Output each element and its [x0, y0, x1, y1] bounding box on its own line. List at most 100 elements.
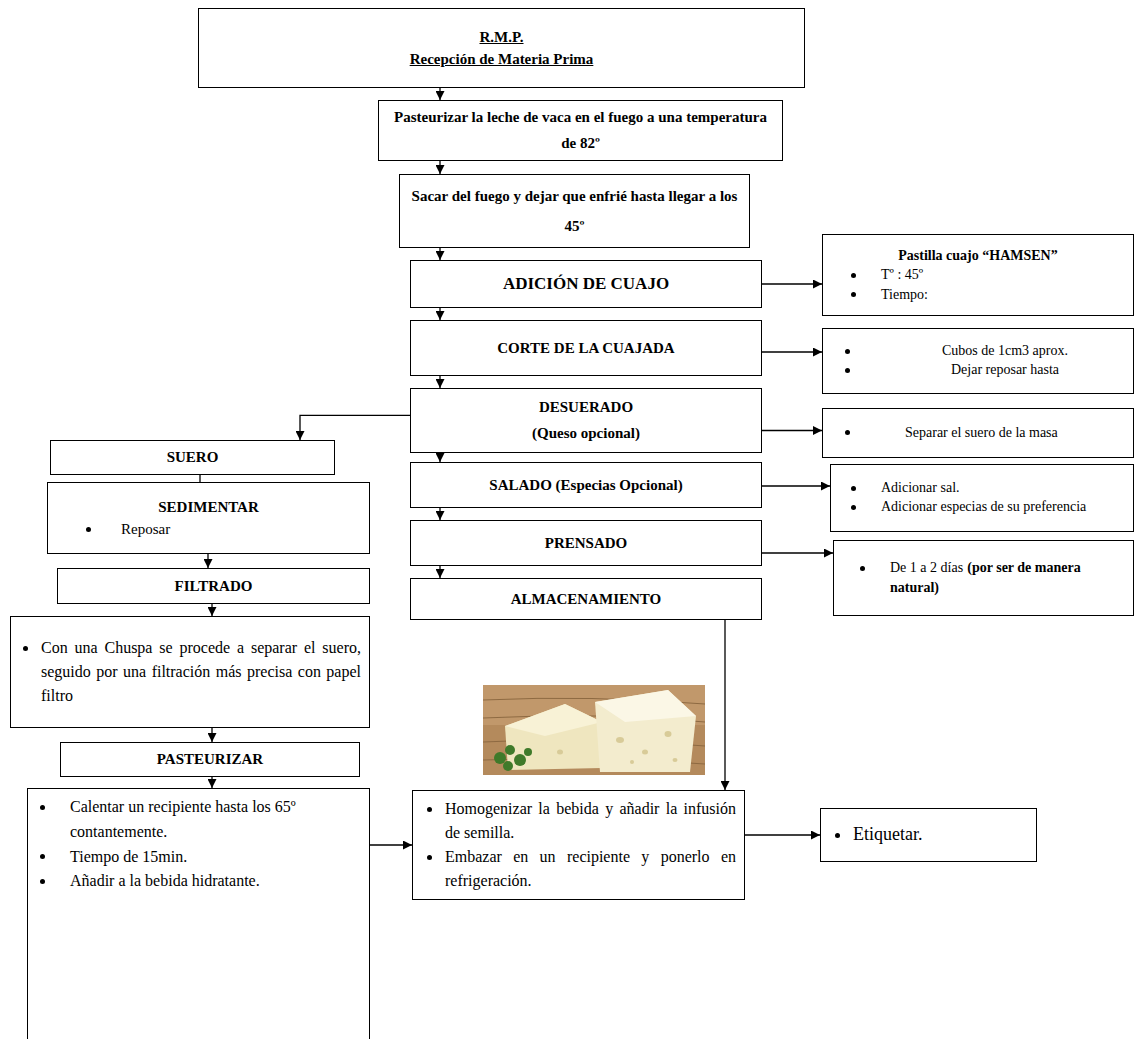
flow-arrow [439, 453, 440, 462]
text-row: Adicionar sal. [839, 479, 1125, 498]
flow-arrow [439, 376, 440, 388]
flow-arrow [211, 777, 212, 788]
flow-arrow [300, 415, 410, 440]
bullet-dot [86, 527, 91, 532]
bullet-dot [23, 646, 28, 651]
text-row: R.M.P. [207, 26, 796, 49]
flow-arrow [762, 430, 822, 431]
text-cell: SUERO [59, 447, 326, 468]
text-cell: Calentar un recipiente hasta los 65º con… [70, 795, 361, 845]
process-box: Etiquetar. [820, 808, 1037, 862]
text-cell: SALADO (Especias Opcional) [419, 475, 753, 496]
box-text: ADICIÓN DE CUAJO [419, 272, 753, 296]
text-row: CORTE DE LA CUAJADA [419, 337, 753, 360]
text-row: Tiempo: [831, 285, 1125, 305]
text-cell: FILTRADO [66, 576, 361, 597]
bullet-dot [851, 505, 856, 510]
process-box: DESUERADO(Queso opcional) [410, 388, 762, 453]
flow-arrow [724, 620, 725, 790]
process-box: SALADO (Especias Opcional) [410, 462, 762, 508]
box-text: Adicionar sal. [881, 480, 960, 495]
bullet-dot [835, 833, 840, 838]
flow-arrow [439, 508, 440, 520]
cheese-wedge [505, 704, 602, 770]
box-text: Recepción de Materia Prima [207, 48, 796, 71]
text-row: Embazar en un recipiente y ponerlo en re… [421, 845, 736, 893]
flow-arrow [439, 248, 440, 260]
text-cell: PRENSADO [419, 533, 753, 554]
text-cell: SEDIMENTAR [56, 496, 361, 519]
text-row: SEDIMENTAR [56, 496, 361, 519]
text-cell: Etiquetar. [853, 822, 1028, 847]
text-cell: ADICIÓN DE CUAJO [419, 272, 753, 296]
text-row: Pastilla cuajo “HAMSEN” [831, 246, 1125, 266]
box-text: FILTRADO [66, 576, 361, 597]
cheese-photo [483, 685, 705, 775]
bullet-dot [845, 368, 850, 373]
text-row: (Queso opcional) [419, 421, 753, 447]
box-text: Adicionar especias de su preferencia [881, 499, 1086, 514]
process-box: ADICIÓN DE CUAJO [410, 260, 762, 308]
text-row: Añadir a la bebida hidratante. [36, 869, 361, 894]
bullet-dot [860, 566, 865, 571]
process-box: Sacar del fuego y dejar que enfrié hasta… [399, 174, 750, 248]
text-row: DESUERADO [419, 395, 753, 421]
text-cell: Añadir a la bebida hidratante. [70, 869, 361, 894]
text-row: FILTRADO [66, 576, 361, 597]
process-box: Adicionar sal. Adicionar especias de su p… [830, 464, 1134, 532]
flow-arrow [439, 308, 440, 320]
text-cell: Recepción de Materia Prima [207, 48, 796, 71]
box-text: Etiquetar. [853, 824, 922, 844]
box-heading: SEDIMENTAR [158, 499, 259, 515]
box-text: R.M.P. [207, 26, 796, 49]
bullet-dot [851, 292, 856, 297]
text-cell: Dejar reposar hasta [885, 361, 1125, 380]
bullet-dot [851, 486, 856, 491]
text-row: SALADO (Especias Opcional) [419, 475, 753, 496]
box-text: Pasteurizar la leche de vaca en el fuego… [387, 104, 774, 157]
text-row: Dejar reposar hasta [831, 361, 1125, 380]
flow-arrow [199, 475, 200, 482]
wood-background [483, 685, 705, 775]
flow-arrow [439, 88, 440, 100]
text-cell: Pasteurizar la leche de vaca en el fuego… [387, 104, 774, 157]
text-cell: Adicionar especias de su preferencia [881, 498, 1125, 517]
box-text: PASTEURIZAR [69, 749, 351, 770]
process-box: PRENSADO [410, 520, 762, 566]
text-row: Etiquetar. [829, 822, 1028, 847]
text-cell: Pastilla cuajo “HAMSEN” [831, 246, 1125, 266]
box-text: Dejar reposar hasta [951, 362, 1059, 377]
text-row: SUERO [59, 447, 326, 468]
text-cell: PASTEURIZAR [69, 749, 351, 770]
flow-arrow [762, 283, 822, 284]
text-row: Homogenizar la bebida y añadir la infusi… [421, 797, 736, 845]
box-text: Homogenizar la bebida y añadir la infusi… [445, 800, 736, 841]
process-box: SEDIMENTARReposar [47, 482, 370, 554]
box-text: ALMACENAMIENTO [419, 589, 753, 610]
bullet-dot [40, 805, 45, 810]
bullet-dot [845, 349, 850, 354]
flow-arrow [211, 604, 212, 616]
box-text: Con una Chuspa se procede a separar el s… [41, 639, 361, 704]
text-row: Recepción de Materia Prima [207, 48, 796, 71]
box-text: Embazar en un recipiente y ponerlo en re… [445, 848, 736, 889]
flow-arrow [762, 552, 833, 553]
bullet-dot [845, 430, 850, 435]
text-row: PASTEURIZAR [69, 749, 351, 770]
text-row: De 1 a 2 días(por ser de manera natural) [842, 558, 1125, 597]
process-box: PASTEURIZAR [60, 742, 360, 777]
bullet-dot [851, 273, 856, 278]
box-text: Separar el suero de la masa [905, 425, 1058, 440]
text-cell: Tiempo de 15min. [70, 845, 361, 870]
text-cell: Adicionar sal. [881, 479, 1125, 498]
text-row: Separar el suero de la masa [831, 424, 1125, 443]
bullet-dot [427, 855, 432, 860]
flow-arrow [207, 554, 208, 568]
text-cell: Cubos de 1cm3 aprox. [885, 342, 1125, 361]
text-cell: Tiempo: [881, 285, 1125, 305]
bullet-dot [40, 879, 45, 884]
process-box: ALMACENAMIENTO [410, 578, 762, 620]
flow-arrow [762, 351, 822, 352]
box-text: Sacar del fuego y dejar que enfrié hasta… [408, 181, 741, 241]
process-box: Separar el suero de la masa [822, 408, 1134, 458]
